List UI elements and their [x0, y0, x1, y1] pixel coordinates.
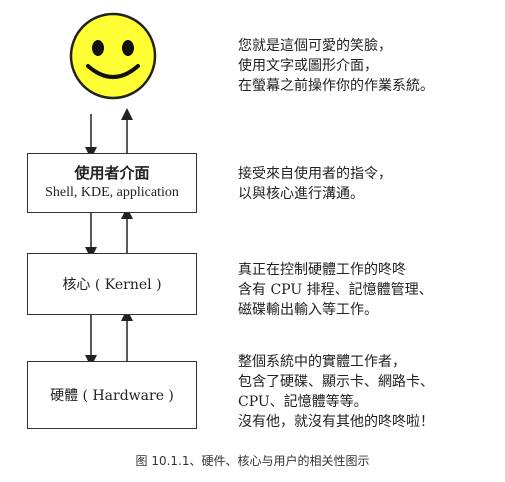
- description-line: 整個系統中的實體工作者，: [238, 354, 406, 370]
- hardware-description: 整個系統中的實體工作者， 包含了硬碟、顯示卡、網路卡、 CPU、記憶體等等。 沒…: [238, 352, 434, 432]
- description-line: 在螢幕之前操作你的作業系統。: [238, 78, 434, 94]
- user-interface-subtitle: Shell, KDE, application: [45, 185, 179, 200]
- hardware-label: 硬體 ( Hardware ): [50, 388, 174, 404]
- description-line: 接受來自使用者的指令，: [238, 166, 392, 182]
- user-interface-box: 使用者介面 Shell, KDE, application: [27, 153, 197, 213]
- kernel-label: 核心 ( Kernel ): [62, 277, 162, 293]
- description-line: 以與核心進行溝通。: [238, 186, 364, 202]
- smiley-face-icon: [69, 12, 157, 100]
- figure-caption: 图 10.1.1、硬件、核心与用户的相关性图示: [135, 454, 370, 468]
- description-line: 沒有他，就沒有其他的咚咚啦！: [238, 414, 434, 430]
- kernel-description: 真正在控制硬體工作的咚咚 含有 CPU 排程、記憶體管理、 磁碟輸出輸入等工作。: [238, 260, 433, 320]
- description-line: 含有 CPU 排程、記憶體管理、: [238, 282, 433, 298]
- description-line: 磁碟輸出輸入等工作。: [238, 302, 378, 318]
- kernel-box: 核心 ( Kernel ): [27, 253, 197, 315]
- description-line: 您就是這個可愛的笑臉，: [238, 38, 392, 54]
- description-line: 真正在控制硬體工作的咚咚: [238, 262, 406, 278]
- description-line: 使用文字或圖形介面，: [238, 58, 378, 74]
- hardware-box: 硬體 ( Hardware ): [27, 361, 197, 429]
- description-line: 包含了硬碟、顯示卡、網路卡、: [238, 374, 434, 390]
- ui-description: 接受來自使用者的指令， 以與核心進行溝通。: [238, 164, 392, 204]
- description-line: CPU、記憶體等等。: [238, 394, 368, 410]
- user-description: 您就是這個可愛的笑臉， 使用文字或圖形介面， 在螢幕之前操作你的作業系統。: [238, 36, 434, 96]
- user-interface-title: 使用者介面: [74, 164, 150, 182]
